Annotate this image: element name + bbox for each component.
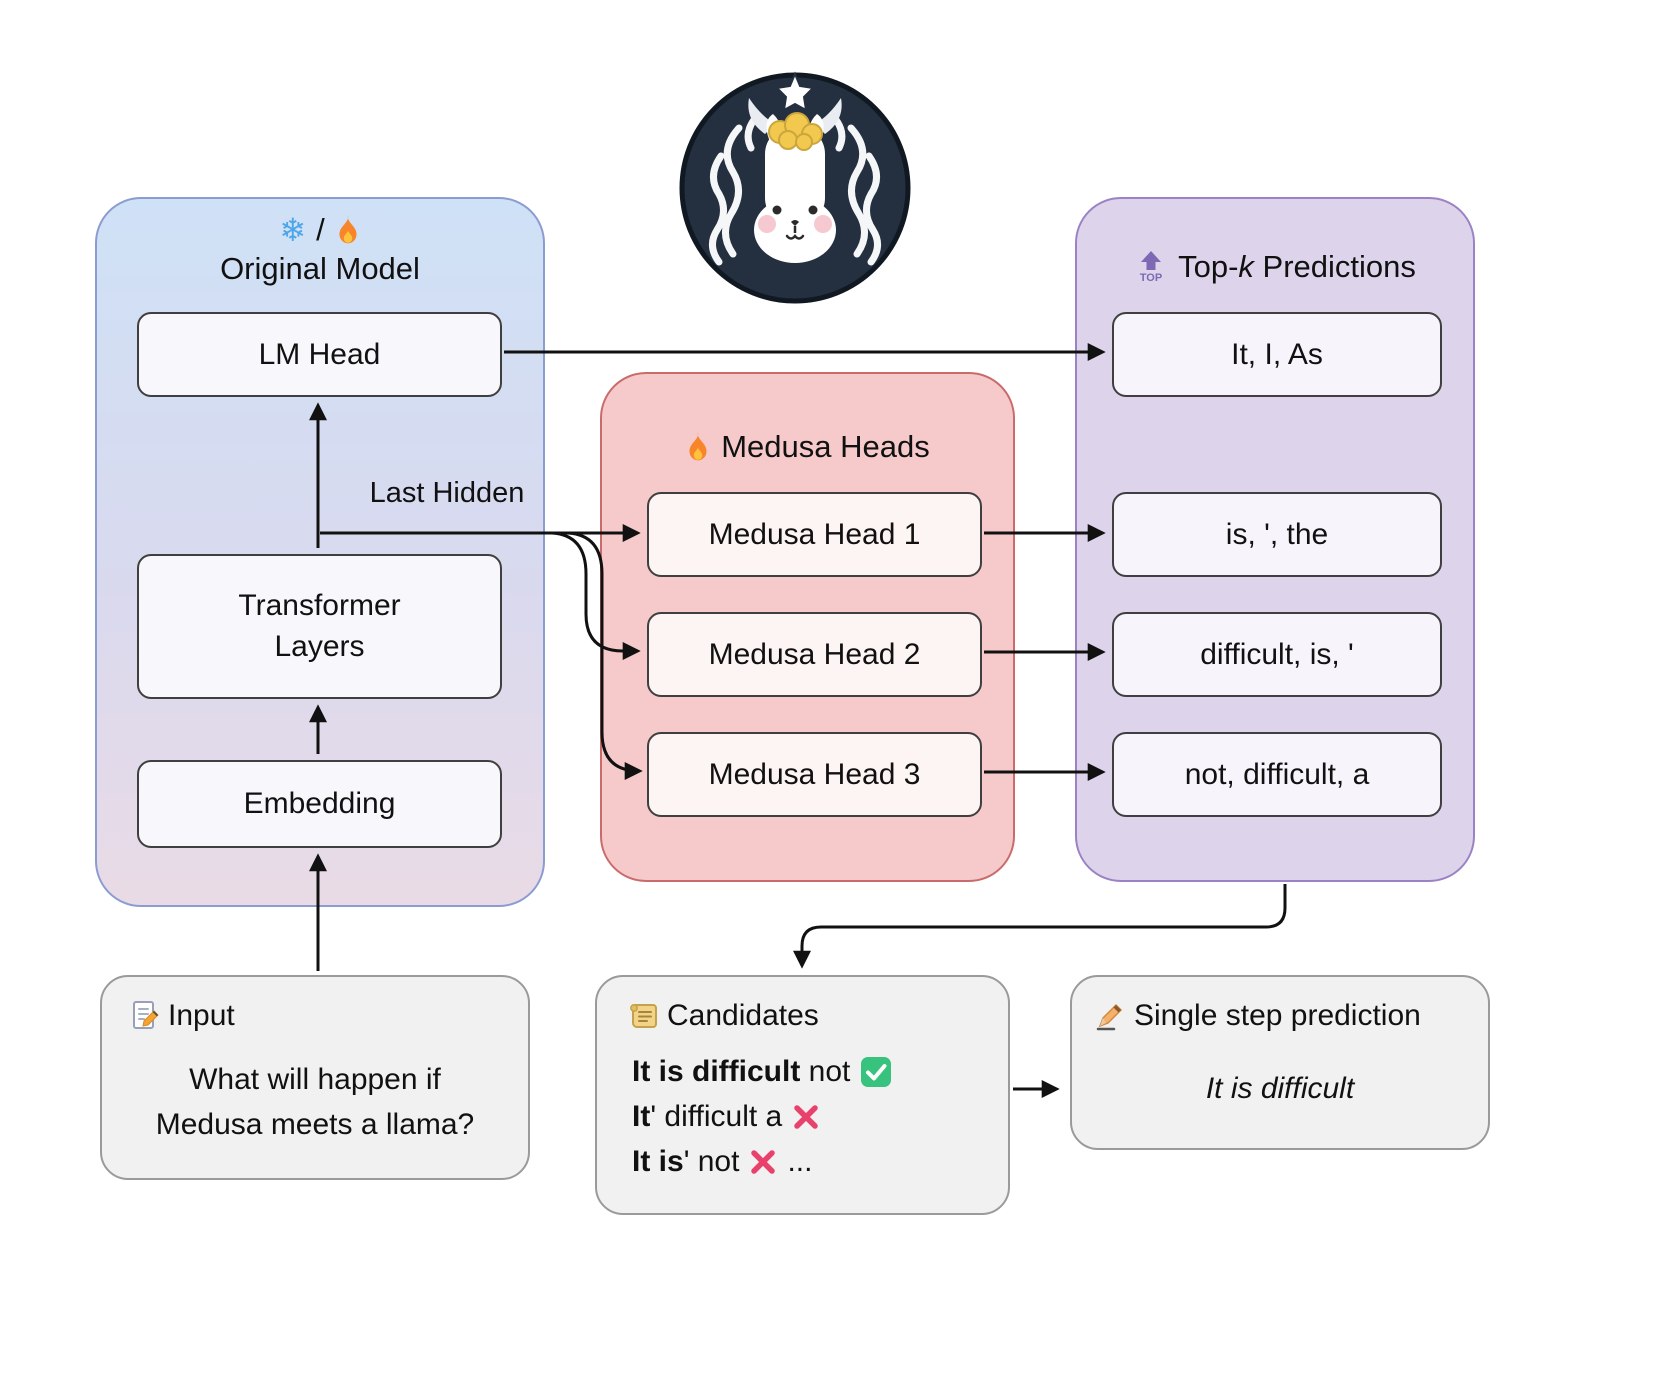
input-text-line1: What will happen if [189, 1063, 441, 1096]
transformer-layers-label: Transformer Layers [238, 589, 401, 663]
top-arrow-icon: TOP [1134, 250, 1168, 284]
prediction-head1-label: is, ', the [1225, 517, 1329, 551]
icon-separator: / [316, 212, 325, 247]
candidate-line-2: It' difficult a [632, 1100, 820, 1134]
cross-icon [749, 1148, 777, 1176]
cross-icon [792, 1103, 820, 1131]
candidate-2-text: It' difficult a [632, 1100, 783, 1133]
writing-hand-icon [1094, 1000, 1126, 1032]
single-step-title-row: Single step prediction [1094, 999, 1421, 1033]
last-hidden-label: Last Hidden [369, 477, 525, 509]
memo-icon [130, 1000, 160, 1032]
input-title: Input [168, 999, 235, 1032]
medusa-head-3-label: Medusa Head 3 [708, 757, 921, 791]
flame-icon [685, 431, 711, 463]
single-step-box: Single step prediction It is difficult [1070, 975, 1490, 1150]
candidates-title: Candidates [667, 999, 819, 1032]
transformer-layers-box: Transformer Layers [137, 554, 502, 699]
original-model-title: Original Model [220, 251, 420, 286]
prediction-box-head1: is, ', the [1112, 492, 1442, 577]
scroll-icon [627, 1001, 659, 1031]
input-title-row: Input [130, 999, 235, 1033]
embedding-box: Embedding [137, 760, 502, 848]
medusa-head-3-box: Medusa Head 3 [647, 732, 982, 817]
prediction-box-head2: difficult, is, ' [1112, 612, 1442, 697]
candidates-ellipsis: ... [787, 1145, 813, 1178]
medusa-heads-panel: Medusa Heads Medusa Head 1 Medusa Head 2… [600, 372, 1015, 882]
candidates-box: Candidates It is difficult not It' diffi… [595, 975, 1010, 1215]
medusa-llama-logo [679, 71, 911, 304]
medusa-head-1-label: Medusa Head 1 [708, 517, 921, 551]
candidate-line-1: It is difficult not [632, 1055, 892, 1089]
prediction-box-head3: not, difficult, a [1112, 732, 1442, 817]
candidate-3-text: It is' not [632, 1145, 740, 1178]
arrow-predictions-to-candidates [793, 884, 1287, 969]
top-k-panel: TOP Top-k Predictions It, I, As is, ', t… [1075, 197, 1475, 882]
lm-head-label: LM Head [258, 337, 381, 371]
candidate-line-3: It is' not ... [632, 1145, 812, 1179]
medusa-head-2-label: Medusa Head 2 [708, 637, 921, 671]
candidate-1-text: It is difficult not [632, 1055, 851, 1088]
svg-text:TOP: TOP [1140, 272, 1162, 284]
top-k-title: Top-k Predictions [1178, 249, 1416, 284]
snowflake-icon: ❄ [279, 211, 307, 249]
candidates-title-row: Candidates [627, 999, 819, 1033]
original-model-icons-row: ❄ / [97, 211, 543, 249]
prediction-lm-label: It, I, As [1231, 337, 1323, 371]
medusa-heads-title-row: Medusa Heads [602, 429, 1013, 465]
top-k-title-row: TOP Top-k Predictions [1077, 249, 1473, 285]
flame-icon [335, 214, 361, 246]
embedding-label: Embedding [243, 787, 396, 820]
prediction-box-lm: It, I, As [1112, 312, 1442, 397]
lm-head-box: LM Head [137, 312, 502, 397]
input-box: Input What will happen if Medusa meets a… [100, 975, 530, 1180]
prediction-head2-label: difficult, is, ' [1200, 637, 1354, 671]
check-icon [860, 1056, 892, 1088]
prediction-head3-label: not, difficult, a [1184, 757, 1370, 791]
single-step-title: Single step prediction [1134, 999, 1421, 1032]
medusa-head-1-box: Medusa Head 1 [647, 492, 982, 577]
medusa-heads-title: Medusa Heads [721, 429, 930, 464]
medusa-head-2-box: Medusa Head 2 [647, 612, 982, 697]
single-step-result: It is difficult [1205, 1072, 1355, 1105]
input-text-line2: Medusa meets a llama? [155, 1108, 475, 1141]
original-model-panel: ❄ / Original Model LM Head Transformer L… [95, 197, 545, 907]
